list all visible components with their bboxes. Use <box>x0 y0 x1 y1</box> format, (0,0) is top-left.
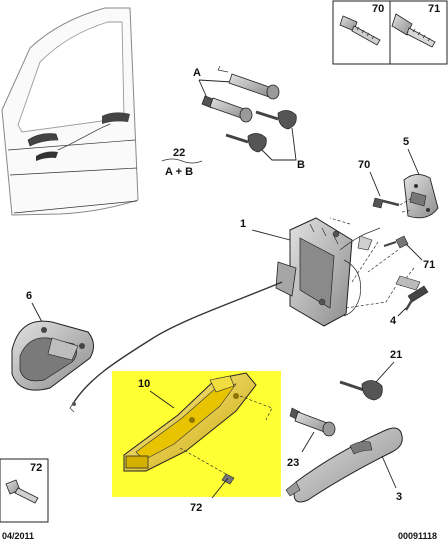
label-22-group: 22 A + B <box>161 147 203 178</box>
callout-23: 23 <box>287 457 299 469</box>
screw-71-icon <box>391 13 436 48</box>
screw-icon <box>383 235 409 249</box>
inset-box-71: 71 <box>389 0 448 65</box>
callout-71-top: 71 <box>428 3 440 15</box>
callout-70-top: 70 <box>372 3 384 15</box>
screw-icon <box>372 197 400 209</box>
callout-70-mid: 70 <box>358 159 370 171</box>
inset-box-72: 72 <box>0 458 49 523</box>
lock-barrel-23: 23 <box>287 407 336 469</box>
lock-barrel-set: A B <box>193 65 305 171</box>
callout-3: 3 <box>396 491 402 503</box>
retainer-clip-icon <box>395 275 421 291</box>
callout-A: A <box>193 67 201 79</box>
callout-72-box: 72 <box>30 462 42 474</box>
key-icon <box>255 110 297 130</box>
door-outline <box>1 7 139 216</box>
footer-date: 04/2011 <box>2 531 34 541</box>
rivet-72-icon <box>5 479 39 504</box>
fixing-screws-71: 71 4 <box>367 235 435 327</box>
highlighted-part-10: 10 <box>112 371 281 497</box>
striker-assembly: 5 70 <box>358 136 439 219</box>
callout-71-mid: 71 <box>423 259 435 271</box>
callout-22-sub: A + B <box>165 166 193 178</box>
callout-1: 1 <box>240 218 246 230</box>
callout-10: 10 <box>138 378 150 390</box>
lock-barrel-icon <box>201 95 253 123</box>
handle-bracket-icon <box>123 372 273 485</box>
footer-ref: 00091118 <box>398 531 437 541</box>
screw-70-icon <box>339 15 381 46</box>
lock-barrel-icon <box>217 65 280 100</box>
callout-22: 22 <box>173 147 185 159</box>
callout-21: 21 <box>390 349 402 361</box>
lever-clip-icon <box>404 285 429 311</box>
door-lock-mechanism: 1 <box>240 217 397 327</box>
callout-B: B <box>297 159 305 171</box>
striker-plate-icon <box>403 174 439 219</box>
callout-72-bottom: 72 <box>190 502 202 514</box>
callout-4: 4 <box>390 315 397 327</box>
callout-5: 5 <box>403 136 409 148</box>
outer-door-handle: 3 <box>285 427 403 503</box>
inner-door-handle: 6 <box>11 290 94 391</box>
key-21: 21 <box>339 349 402 401</box>
inset-box-70: 70 <box>332 0 391 65</box>
door-handle-outline-icon <box>27 112 130 161</box>
release-cable <box>73 281 283 403</box>
key-icon <box>225 133 267 153</box>
callout-6: 6 <box>26 290 32 302</box>
